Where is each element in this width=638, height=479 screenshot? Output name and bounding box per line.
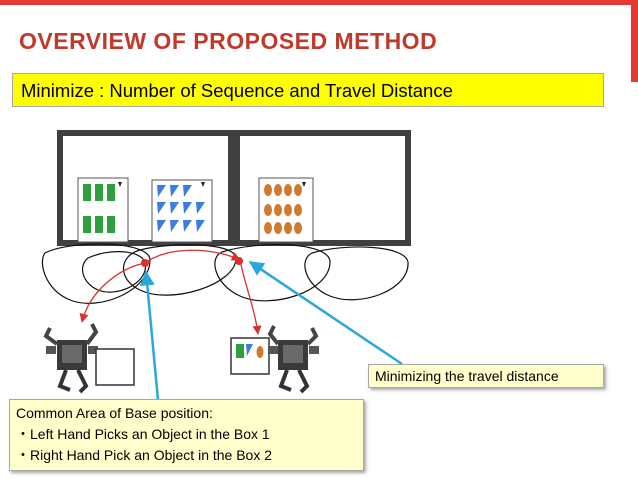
right-accent-bar [631,0,638,82]
callout-line-right-hand: ・Right Hand Pick an Object in the Box 2 [16,447,273,463]
objective-banner: Minimize : Number of Sequence and Travel… [12,73,604,107]
travel-distance-callout: Minimizing the travel distance [368,364,604,388]
target-box-1 [95,348,135,386]
callout-heading: Common Area of Base position: [16,405,213,421]
pointer-lines [139,260,403,401]
robot-icon-1 [43,323,99,394]
callout-line-left-hand: ・Left Hand Picks an Object in the Box 1 [16,426,270,442]
base-position-point-2 [235,257,243,265]
box-orange-items [258,177,314,243]
box-blue-items [151,179,213,243]
page-title: OVERVIEW OF PROPOSED METHOD [19,28,438,54]
target-box-2 [230,337,270,375]
robot-icon-2 [267,325,319,394]
base-position-callout: Common Area of Base position: ・Left Hand… [9,399,364,471]
box-green-items [77,177,129,243]
top-accent-line [0,0,638,5]
reach-areas [41,243,409,304]
base-position-point-1 [141,259,149,267]
travel-path [79,249,262,335]
